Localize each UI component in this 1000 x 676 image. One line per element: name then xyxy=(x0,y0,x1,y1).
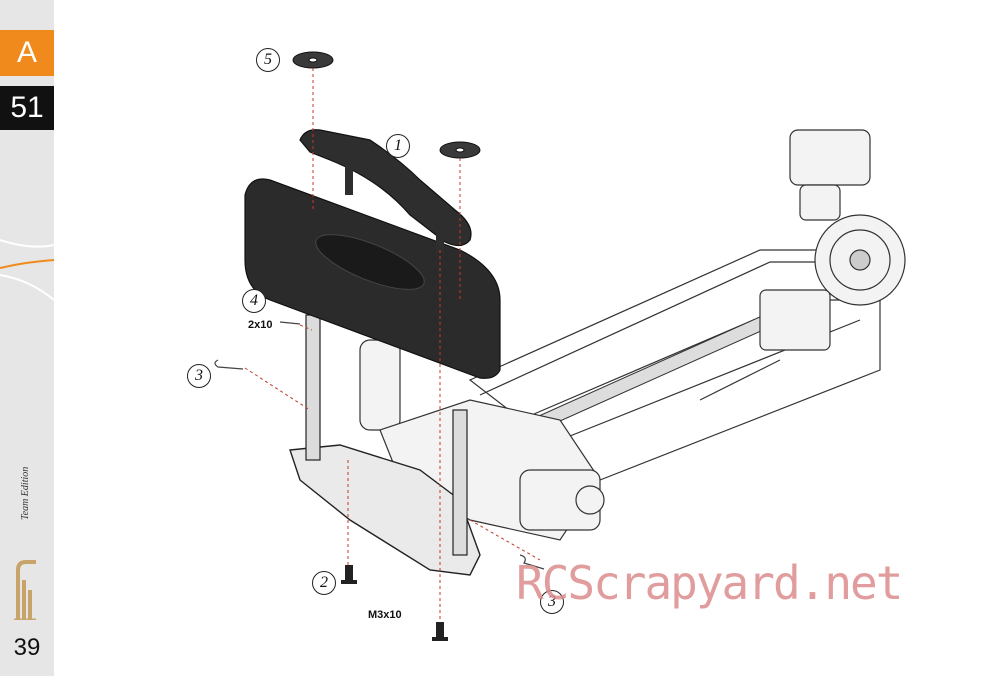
front-suspension xyxy=(359,339,605,541)
sidebar: A 51 Team Edition 39 xyxy=(0,0,54,676)
screws xyxy=(341,565,448,641)
assembly-guides xyxy=(244,68,541,620)
screw-size-label: M3x10 xyxy=(368,609,402,621)
callout-clip-left: 3 xyxy=(187,364,211,388)
callout-clip-right: 3 xyxy=(540,590,564,614)
washers xyxy=(292,51,481,159)
rear-suspension xyxy=(759,129,871,351)
bumper-brace xyxy=(299,129,472,247)
callout-screw: 2 xyxy=(312,571,336,595)
page-number: 39 xyxy=(13,634,41,661)
sidebar-swoosh-lines xyxy=(0,239,54,301)
bumper-slot xyxy=(315,234,425,290)
callout-standoff: 4 xyxy=(242,289,266,313)
body-clips xyxy=(214,321,545,570)
callout-brace: 1 xyxy=(386,134,410,158)
spur-gear xyxy=(814,214,906,306)
pin-size-label: 2x10 xyxy=(248,319,273,331)
watermark: RCScrapyard.net xyxy=(516,556,903,610)
callout-washer: 5 xyxy=(256,48,280,72)
standoffs xyxy=(305,314,468,556)
bumper-plate xyxy=(289,444,481,576)
step-number-tab: 51 xyxy=(0,86,54,130)
section-tab: A xyxy=(0,30,54,76)
brand-logo-icon xyxy=(14,560,36,620)
